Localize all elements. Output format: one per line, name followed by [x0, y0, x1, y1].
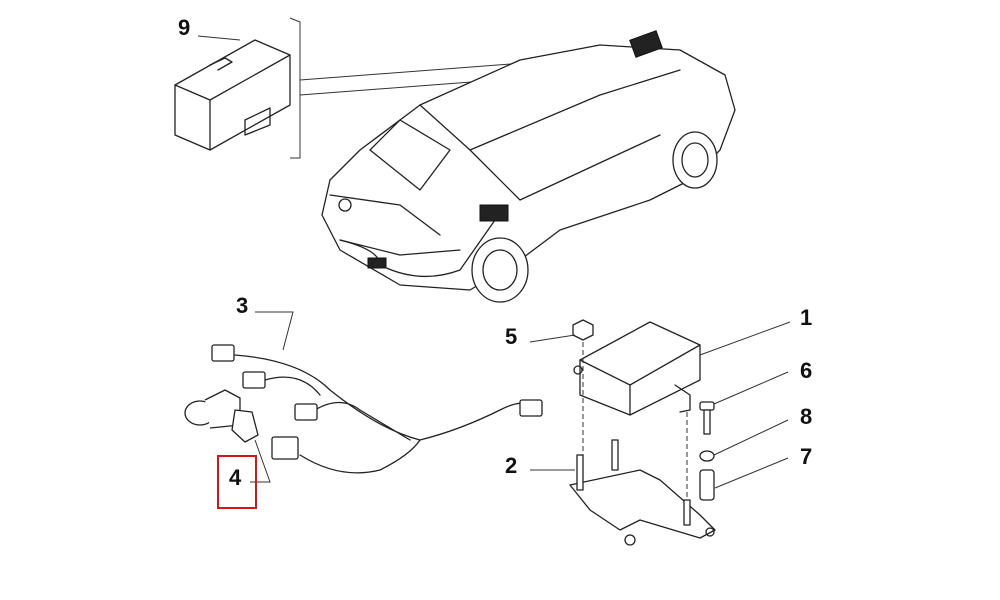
leader-3: [255, 311, 294, 351]
label-1: 1: [800, 305, 813, 330]
part-7-spacer: [699, 469, 715, 501]
part-5-nut: [572, 319, 594, 341]
label-6: 6: [800, 358, 813, 383]
part-8-washer: [699, 450, 715, 462]
leader-9: [197, 35, 241, 41]
part-3-wiring-harness: [211, 344, 543, 474]
bracket-9: [289, 17, 301, 159]
label-7: 7: [800, 444, 813, 469]
part-6-bolt: [699, 401, 715, 435]
leader-6: [713, 371, 789, 405]
leader-1: [699, 321, 791, 356]
label-4: 4: [229, 465, 242, 490]
label-9: 9: [178, 15, 191, 40]
car-illustration: [321, 30, 736, 303]
leader-5: [529, 334, 576, 343]
leader-8: [713, 419, 789, 456]
label-8: 8: [800, 404, 813, 429]
part-9-control-unit: [174, 39, 291, 151]
leader-7: [714, 457, 789, 489]
part-2-bracket: [569, 439, 716, 546]
label-5: 5: [505, 324, 518, 349]
label-2: 2: [505, 453, 518, 478]
part-1-module: [573, 321, 701, 416]
label-3: 3: [236, 293, 249, 318]
highlight-box: [217, 455, 257, 509]
part-4-parking-sensor: [184, 389, 259, 443]
